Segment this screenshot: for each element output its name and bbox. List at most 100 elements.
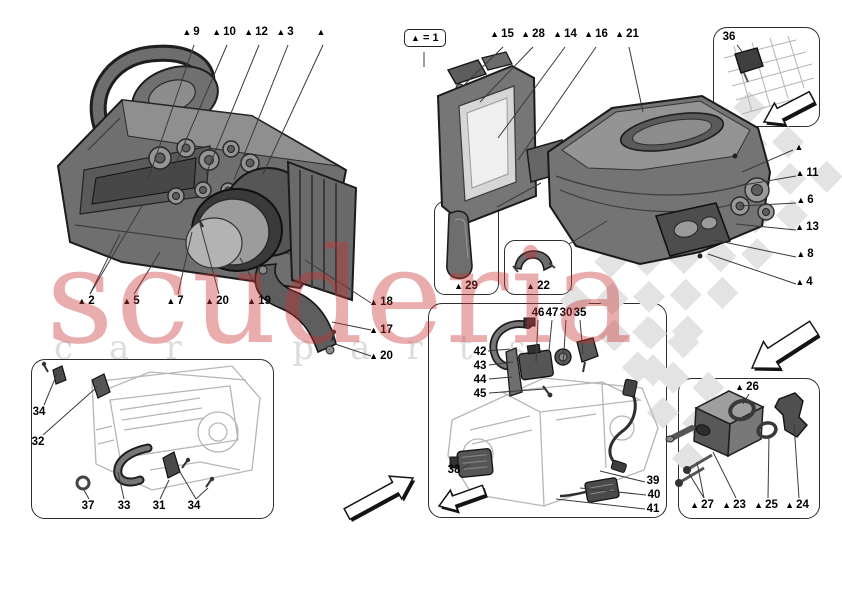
triangle-icon: ▲ — [77, 296, 87, 306]
triangle-icon: ▲ — [369, 351, 379, 361]
callout-number: 2 — [88, 295, 95, 307]
triangle-icon: ▲ — [122, 296, 132, 306]
callout-number: 19 — [258, 295, 271, 307]
callout-10-c10: ▲10 — [212, 26, 236, 39]
callout-number: 47 — [545, 307, 559, 319]
callout-19-c19: ▲19 — [247, 295, 271, 308]
callout-number: 39 — [646, 475, 660, 487]
inset-box-part-22 — [504, 240, 572, 295]
triangle-icon: ▲ — [411, 33, 420, 43]
triangle-icon: ▲ — [526, 281, 536, 291]
legend-text: = 1 — [422, 32, 439, 44]
inset-box-firewall-sensor — [713, 27, 820, 127]
callout-number: 34 — [32, 406, 46, 418]
callout-number: 42 — [473, 346, 487, 358]
engine-outline-middle — [447, 377, 659, 507]
callout-46-c46: 46 — [532, 307, 545, 320]
callout-number: 26 — [746, 381, 759, 393]
callout-3-c3: ▲3 — [276, 26, 293, 39]
firewall-grid-drawing — [723, 35, 815, 115]
callout-32-c32: 32 — [32, 436, 45, 449]
triangle-icon: ▲ — [205, 296, 215, 306]
callout-number: 31 — [152, 500, 166, 512]
callout-number: 4 — [806, 276, 813, 288]
callout-28-c28: ▲28 — [521, 28, 545, 41]
callout-15-c15: ▲15 — [490, 28, 514, 41]
legend-box: ▲ = 1 — [404, 29, 446, 47]
direction-arrow-icon — [750, 320, 820, 370]
callout-number: 36 — [722, 31, 736, 43]
triangle-icon: ▲ — [735, 382, 745, 392]
triangle-icon: ▲ — [722, 500, 732, 510]
callout-42-c42: 42 — [474, 346, 487, 359]
callout-20-c20a: ▲20 — [205, 295, 229, 308]
triangle-icon: ▲ — [490, 29, 500, 39]
callout-25-c25: ▲25 — [754, 499, 778, 512]
callout-number: 17 — [380, 324, 393, 336]
inset-box-engine-left — [31, 359, 274, 519]
callout-number: 25 — [765, 499, 778, 511]
callout-number: 23 — [733, 499, 746, 511]
callout-number: 5 — [133, 295, 140, 307]
callout-9-c9: ▲9 — [182, 26, 199, 39]
triangle-icon: ▲ — [615, 29, 625, 39]
callout-41-c41: 41 — [647, 503, 660, 516]
callout-number: 45 — [473, 388, 487, 400]
triangle-icon: ▲ — [166, 296, 176, 306]
triangle-icon: ▲ — [316, 27, 326, 37]
triangle-icon: ▲ — [584, 29, 594, 39]
callout-40-c40: 40 — [648, 489, 661, 502]
direction-arrows — [343, 90, 821, 522]
callout-8-c8: ▲8 — [796, 248, 813, 261]
callout-11-c11: ▲11 — [795, 167, 818, 180]
callout-39-c39: 39 — [647, 475, 660, 488]
triangle-icon: ▲ — [795, 222, 805, 232]
callout-13-c13: ▲13 — [795, 221, 819, 234]
triangle-icon: ▲ — [795, 277, 805, 287]
sensor-part-36 — [734, 47, 764, 74]
direction-arrow-icon — [343, 475, 415, 521]
callout-triangle-cTR: ▲ — [795, 141, 806, 154]
callout-number: 7 — [177, 295, 184, 307]
callout-number: 20 — [216, 295, 229, 307]
callout-number: 9 — [193, 26, 200, 38]
callout-33-c33: 33 — [118, 500, 131, 513]
triangle-icon: ▲ — [454, 281, 464, 291]
callout-number: 3 — [287, 26, 294, 38]
callout-number: 41 — [646, 503, 660, 515]
callout-number: 37 — [81, 500, 95, 512]
triangle-icon: ▲ — [244, 27, 254, 37]
triangle-icon: ▲ — [754, 500, 764, 510]
callout-16-c16: ▲16 — [584, 28, 608, 41]
callout-number: 24 — [796, 499, 809, 511]
duct-part-29 — [446, 210, 473, 280]
hvac-unit-drawing — [436, 51, 775, 266]
callout-31-c31: 31 — [153, 500, 166, 513]
callout-47-c47: 47 — [546, 307, 559, 320]
callout-35-c35: 35 — [574, 307, 587, 320]
callout-number: 11 — [806, 167, 819, 179]
callout-number: 12 — [255, 26, 268, 38]
callout-number: 40 — [647, 489, 661, 501]
expansion-valve-parts — [665, 390, 808, 487]
callout-26-c26: ▲26 — [735, 381, 759, 394]
callout-36-c36: 36 — [723, 31, 736, 44]
callout-number: 27 — [701, 499, 714, 511]
triangle-icon: ▲ — [521, 29, 531, 39]
callout-17-c17: ▲17 — [369, 324, 393, 337]
callout-number: 14 — [564, 28, 577, 40]
callout-24-c24: ▲24 — [785, 499, 809, 512]
callout-number: 29 — [465, 280, 478, 292]
triangle-icon: ▲ — [276, 27, 286, 37]
triangle-icon: ▲ — [795, 168, 805, 178]
direction-arrow-icon — [437, 484, 487, 513]
callout-triangle-cTL: ▲ — [317, 26, 328, 39]
callout-number: 20 — [380, 350, 393, 362]
callout-number: 33 — [117, 500, 131, 512]
inset-box-expansion-valve — [678, 378, 820, 519]
callout-12-c12: ▲12 — [244, 26, 268, 39]
callout-number: 21 — [626, 28, 639, 40]
